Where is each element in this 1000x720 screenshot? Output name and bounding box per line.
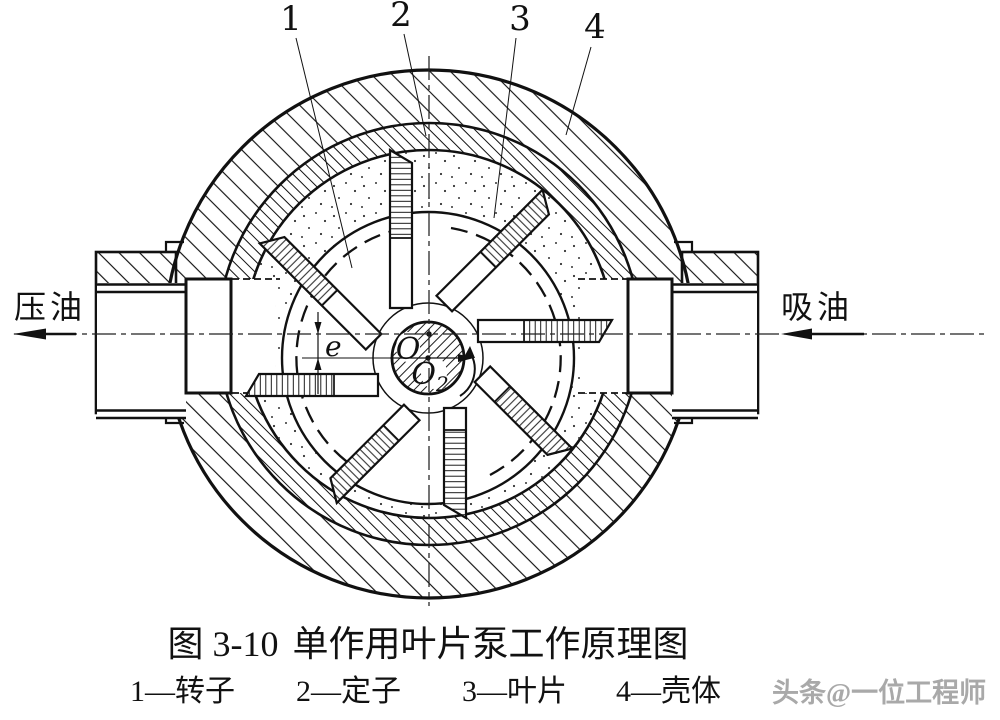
suction-bore bbox=[672, 283, 758, 420]
figure-legend: 1—转子 2—定子 3—叶片 4—壳体 bbox=[130, 675, 721, 708]
discharge-bore bbox=[96, 283, 186, 420]
legend-item-vane: 3—叶片 bbox=[462, 675, 567, 708]
figure-caption: 图 3-10 单作用叶片泵工作原理图 bbox=[167, 624, 688, 664]
suction-port-block bbox=[626, 277, 674, 395]
discharge-arrow bbox=[13, 328, 46, 340]
legend-item-stator: 2—定子 bbox=[296, 675, 401, 708]
vane bbox=[329, 403, 422, 506]
discharge-flow: 压油 bbox=[13, 289, 86, 340]
eccentricity-dimension: e bbox=[302, 312, 392, 394]
vane bbox=[473, 364, 575, 457]
vane bbox=[476, 318, 614, 344]
legend-item-housing: 4—壳体 bbox=[616, 675, 721, 708]
vanes bbox=[244, 148, 614, 520]
eccentricity-label: e bbox=[325, 330, 342, 363]
stator-center-label: O bbox=[396, 332, 421, 367]
part-label-vane: 3 bbox=[509, 0, 531, 39]
discharge-port-block bbox=[184, 277, 233, 395]
vane bbox=[257, 235, 383, 352]
part-numbers: 1 2 3 4 bbox=[280, 0, 606, 47]
part-leaders bbox=[295, 33, 592, 269]
vane bbox=[388, 148, 414, 310]
figure-number: 图 3-10 bbox=[167, 624, 278, 664]
vane bbox=[434, 187, 551, 313]
legend-item-rotor: 1—转子 bbox=[130, 675, 235, 708]
suction-arrow bbox=[781, 328, 812, 340]
rotation-arrow bbox=[459, 346, 476, 397]
part-label-housing: 4 bbox=[584, 7, 606, 47]
rotor-center-label: O2 bbox=[411, 357, 448, 396]
part-label-rotor: 1 bbox=[280, 0, 302, 39]
suction-flow: 吸油 bbox=[781, 289, 864, 340]
part-label-stator: 2 bbox=[390, 0, 412, 35]
suction-label: 吸油 bbox=[781, 289, 853, 325]
discharge-label: 压油 bbox=[14, 289, 86, 325]
vane bbox=[244, 372, 380, 398]
watermark: 头条@一位工程师 bbox=[772, 677, 986, 708]
figure-title: 单作用叶片泵工作原理图 bbox=[292, 624, 688, 664]
vane bbox=[442, 406, 468, 520]
